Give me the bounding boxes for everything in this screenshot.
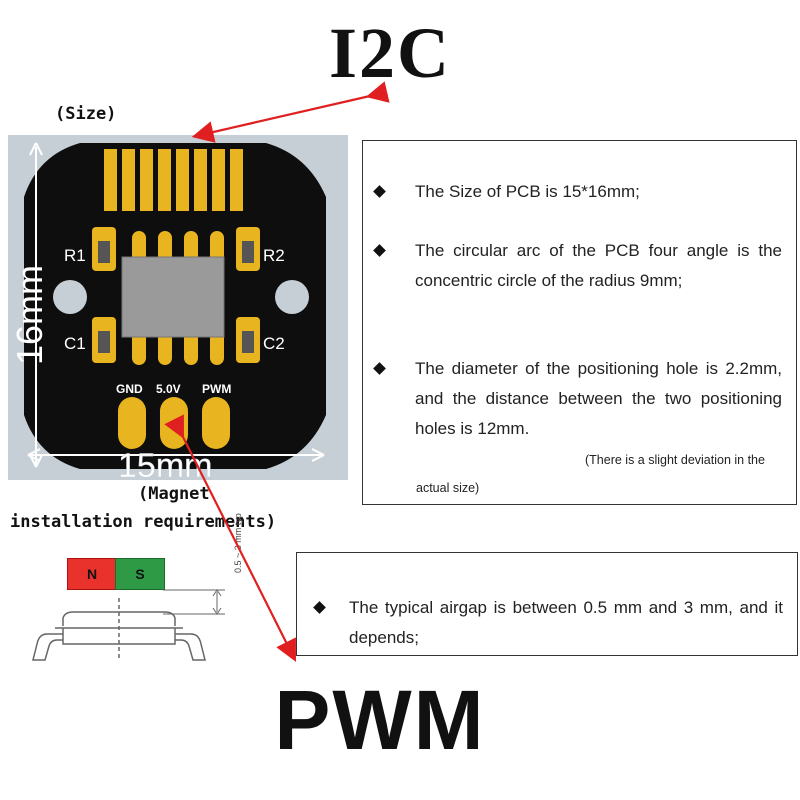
label-r2: R2 [263,246,285,265]
sensor-chip [121,256,225,338]
title-pwm: PWM [274,673,486,767]
magnet-label-line1: (Magnet [138,484,210,504]
label-r1: R1 [64,246,86,265]
label-gnd: GND [116,382,143,396]
diamond-bullet-icon [373,244,386,257]
north-pole: N [67,558,117,590]
spec-bullet-size: The Size of PCB is 15*16mm; [363,177,796,207]
label-pwm: PWM [202,382,231,396]
spec-bullet-holes: The diameter of the positioning hole is … [363,354,796,444]
pcb-illustration: R1 R2 C1 C2 GND 5.0V PWM 16mm 15mm [8,135,348,485]
deviation-note-line1: (There is a slight deviation in the [585,453,765,467]
diamond-bullet-icon [373,362,386,375]
label-5v: 5.0V [156,382,181,396]
label-c1: C1 [64,334,86,353]
deviation-note-line2: actual size) [416,481,480,495]
pwm-connector-pads [118,397,230,449]
smd-components [92,227,260,363]
south-pole: S [115,558,165,590]
size-label: (Size) [55,104,117,124]
spec-bullet-arc: The circular arc of the PCB four angle i… [363,236,796,296]
airgap-dimension-label: 0.5 ~ 3 mm typ [233,513,243,573]
diamond-bullet-icon [313,601,326,614]
label-c2: C2 [263,334,285,353]
title-i2c: I2C [328,13,451,93]
diamond-bullet-icon [373,185,386,198]
airgap-box: The typical airgap is between 0.5 mm and… [296,552,798,656]
dimension-width: 15mm [118,447,212,480]
airgap-bullet: The typical airgap is between 0.5 mm and… [297,593,797,653]
specification-box: The Size of PCB is 15*16mm; The circular… [362,140,797,505]
positioning-hole-left [53,280,87,314]
i2c-connector-pads [104,149,243,211]
dimension-height: 16mm [9,265,50,365]
i2c-arrow [191,81,390,143]
positioning-hole-right [275,280,309,314]
